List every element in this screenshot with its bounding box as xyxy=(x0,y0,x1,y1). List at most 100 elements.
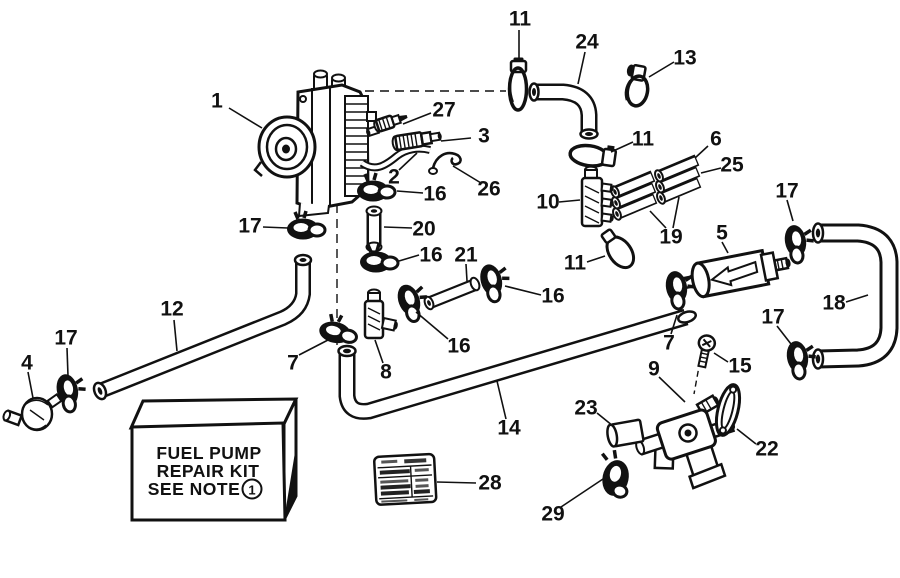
clamp-29 xyxy=(600,449,629,499)
clamp-17-c xyxy=(780,220,819,267)
callout-11-b-leader xyxy=(610,141,634,153)
fuel-pipe-2 xyxy=(359,144,431,172)
kit-box-line-3: SEE NOTE xyxy=(148,479,241,499)
callout-5-leader xyxy=(721,241,729,254)
fitting-8 xyxy=(363,288,398,340)
callout-9-leader xyxy=(658,376,686,403)
callout-19-leader xyxy=(649,210,667,229)
warning-decal-28 xyxy=(373,452,438,506)
hose-20 xyxy=(365,205,383,253)
callout-16-b-leader xyxy=(398,254,420,262)
clamp-11-a xyxy=(507,57,529,112)
cable-tie-11-c xyxy=(600,228,636,270)
callout-3: 3 xyxy=(478,125,490,148)
callout-23-leader xyxy=(596,412,614,427)
callout-29-leader xyxy=(560,478,604,508)
callout-3-leader xyxy=(440,137,472,142)
callout-13-leader xyxy=(648,61,675,78)
callout-17-d-leader xyxy=(776,325,792,345)
callout-22-leader xyxy=(736,428,757,445)
callout-26-leader xyxy=(452,165,482,184)
callout-7-a: 7 xyxy=(287,352,299,375)
callout-25: 25 xyxy=(720,154,744,177)
fuel-pump-assembly xyxy=(253,69,377,218)
screw-15 xyxy=(697,334,717,369)
callout-1: 1 xyxy=(211,90,223,113)
kit-box-line-2: REPAIR KIT xyxy=(157,461,260,481)
callout-10-leader xyxy=(558,199,581,203)
callout-5: 5 xyxy=(716,222,728,245)
callout-4-leader xyxy=(27,371,34,399)
callout-1-leader xyxy=(228,107,263,129)
callout-11-b: 11 xyxy=(632,128,655,151)
callout-12-leader xyxy=(173,319,178,352)
callout-7-b: 7 xyxy=(663,332,675,355)
callout-7-b-leader xyxy=(670,314,678,335)
callout-4: 4 xyxy=(21,352,33,375)
hose-14 xyxy=(337,308,697,420)
fitting-3 xyxy=(391,130,442,152)
clamp-13 xyxy=(624,64,650,108)
callout-8: 8 xyxy=(380,361,392,384)
callout-17-a: 17 xyxy=(238,215,261,238)
callout-11-c: 11 xyxy=(564,252,587,275)
callout-26: 26 xyxy=(477,178,500,201)
callout-15-leader xyxy=(713,352,729,363)
fitting-27 xyxy=(365,113,408,138)
clamp-17-a xyxy=(285,209,327,242)
callout-24-leader xyxy=(577,51,586,85)
callout-17-d: 17 xyxy=(761,306,784,329)
fitting-10 xyxy=(580,165,614,228)
callout-10: 10 xyxy=(536,191,559,214)
callout-17-b-leader xyxy=(66,347,69,377)
callout-27-leader xyxy=(402,112,432,125)
callout-23: 23 xyxy=(574,397,597,420)
callout-11-a: 11 xyxy=(509,8,532,31)
clamp-16-b xyxy=(358,242,400,275)
clamp-17-b xyxy=(52,368,92,416)
callout-6-leader xyxy=(694,145,709,159)
hose-bundle-6-25 xyxy=(609,160,699,221)
hose-24 xyxy=(528,82,599,140)
callout-27: 27 xyxy=(432,99,455,122)
clamp-11-b xyxy=(568,143,618,168)
callout-9: 9 xyxy=(648,358,660,381)
callout-14: 14 xyxy=(497,417,521,440)
callout-17-a-leader xyxy=(262,226,289,229)
callout-18-leader xyxy=(845,294,869,303)
callout-16-c-leader xyxy=(504,285,542,296)
callout-29: 29 xyxy=(541,503,564,526)
callout-25-leader xyxy=(700,167,722,174)
callout-28: 28 xyxy=(478,472,502,495)
hose-21 xyxy=(423,276,481,311)
clamp-16-c xyxy=(475,258,517,306)
note-circle xyxy=(241,478,263,500)
callout-8-leader xyxy=(374,339,384,364)
hose-12 xyxy=(92,253,313,401)
callout-16-c: 16 xyxy=(541,285,564,308)
callout-22: 22 xyxy=(755,438,778,461)
callout-6: 6 xyxy=(710,128,722,151)
callout-16-a-leader xyxy=(396,190,424,194)
callout-19: 19 xyxy=(659,226,682,249)
callout-14-leader xyxy=(496,380,507,420)
hose-18 xyxy=(811,222,899,370)
kit-box-line-1: FUEL PUMP xyxy=(156,443,261,463)
repair-kit-box: FUEL PUMP REPAIR KIT SEE NOTE 1 xyxy=(128,397,299,522)
callout-13: 13 xyxy=(673,47,696,70)
callout-16-d: 16 xyxy=(447,335,470,358)
fitting-4 xyxy=(2,393,63,432)
callout-12: 12 xyxy=(160,298,183,321)
callout-21-leader xyxy=(465,263,468,282)
valve-manifold-9 xyxy=(635,393,736,490)
note-number: 1 xyxy=(248,483,255,498)
callout-24: 24 xyxy=(575,31,599,54)
cap-23 xyxy=(606,418,645,448)
callout-16-b: 16 xyxy=(419,244,442,267)
gasket-22 xyxy=(714,383,742,437)
callout-16-a: 16 xyxy=(423,183,446,206)
fuel-filter-5 xyxy=(675,248,791,299)
callout-17-c: 17 xyxy=(775,180,798,203)
